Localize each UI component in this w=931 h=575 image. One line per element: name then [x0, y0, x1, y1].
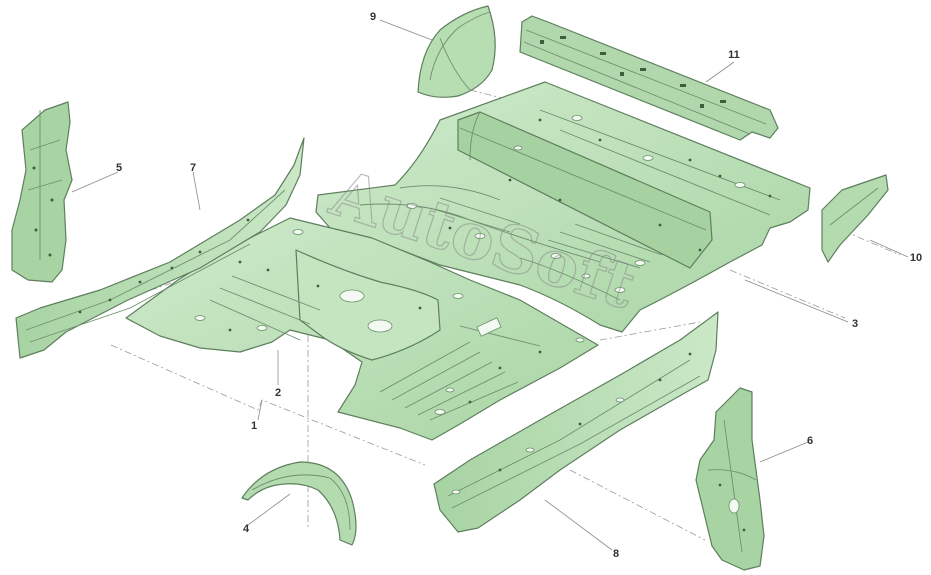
callout-9: 9	[370, 11, 376, 23]
callout-6: 6	[807, 435, 813, 447]
callout-3: 3	[852, 318, 858, 330]
part-3-rear-floor	[315, 81, 811, 333]
part-2-front-floor	[125, 217, 599, 441]
part-8-right-sill	[433, 311, 719, 533]
part-9-wheel-arch-panel	[417, 5, 496, 98]
part-4-wheel-arch	[241, 461, 357, 546]
callout-11: 11	[728, 49, 740, 61]
callout-2: 2	[275, 387, 281, 399]
part-10-rear-corner-panel	[821, 174, 889, 263]
part-7-left-sill	[15, 137, 305, 359]
callout-10: 10	[910, 252, 922, 264]
assembly-guide-lines	[110, 89, 901, 541]
callout-8: 8	[613, 548, 619, 560]
part-11-rear-cross-member	[519, 15, 779, 141]
callout-5: 5	[116, 162, 122, 174]
callout-leader-lines	[71, 19, 909, 551]
part-5-left-pillar-panel	[11, 101, 73, 283]
callout-7: 7	[190, 162, 196, 174]
callout-4: 4	[243, 523, 250, 535]
part-6-right-pillar-panel	[695, 387, 765, 571]
callout-labels: 9 11 5 7 10 3 2 1 4 6 8	[116, 11, 922, 560]
callout-1: 1	[251, 420, 257, 432]
